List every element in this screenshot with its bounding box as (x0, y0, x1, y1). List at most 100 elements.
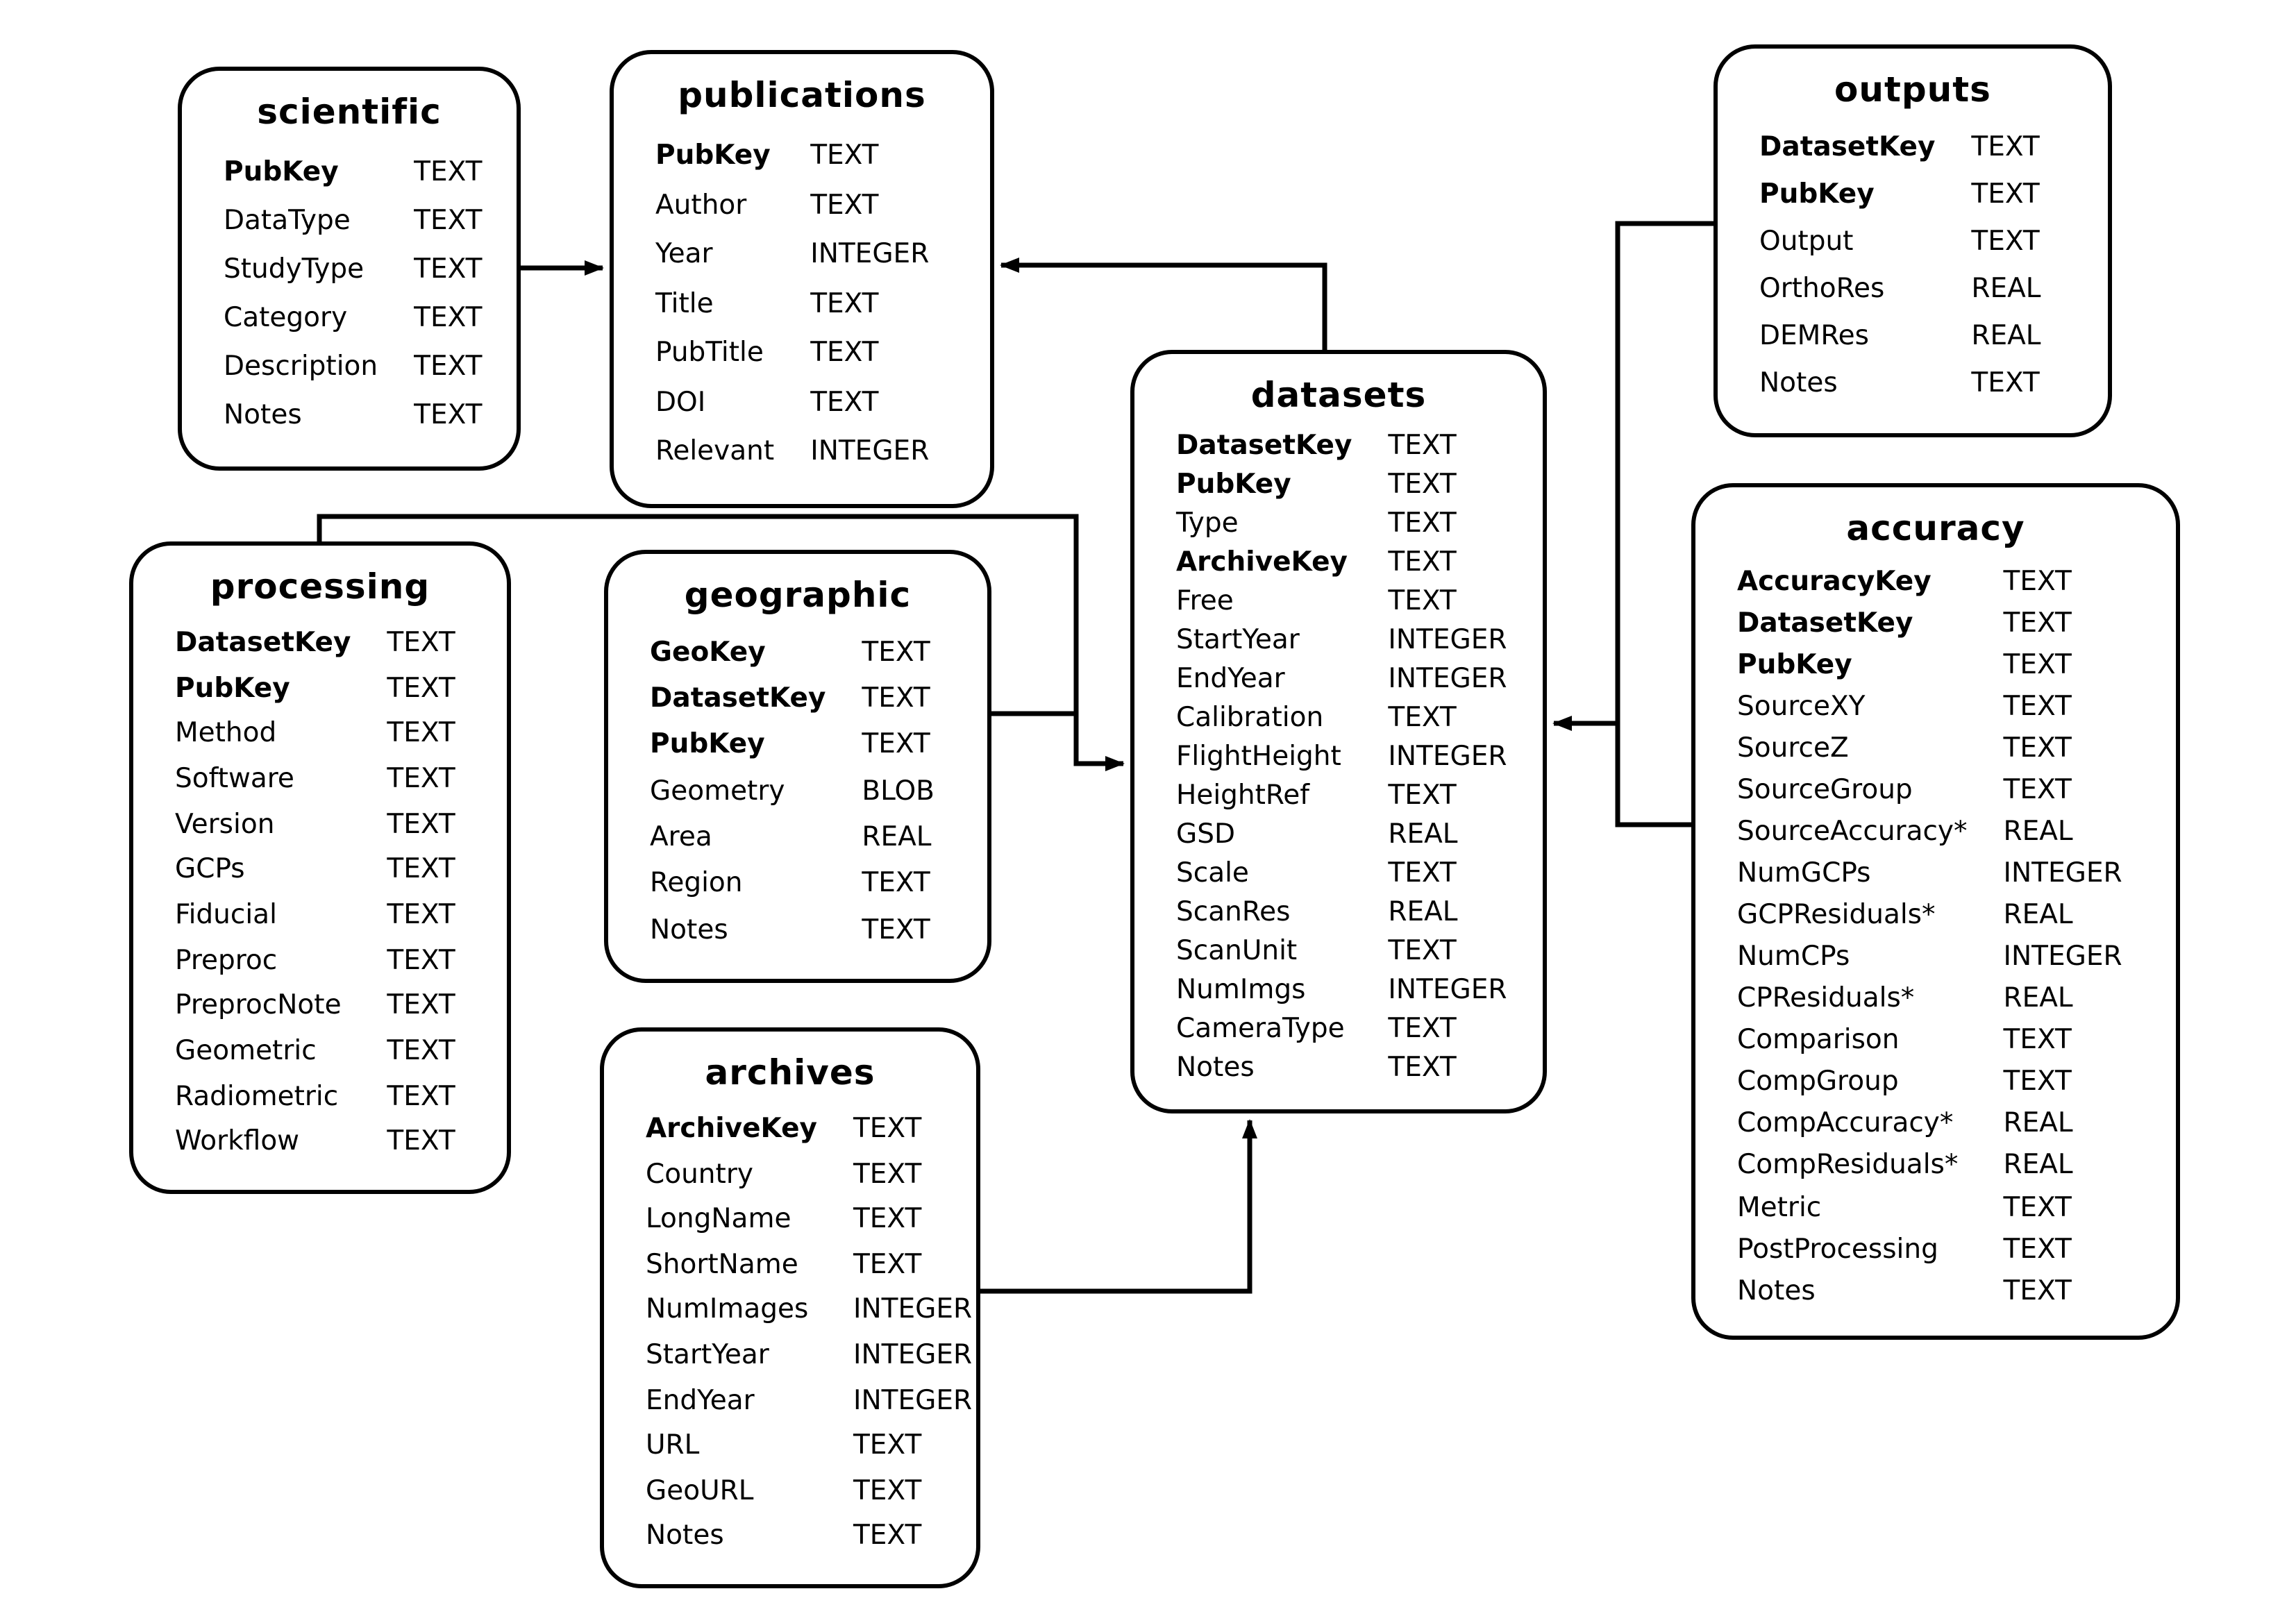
field-type: TEXT (853, 1202, 922, 1235)
field-name: StudyType (224, 252, 364, 285)
field-name: GeoKey (650, 635, 766, 668)
field-type: TEXT (1388, 467, 1457, 500)
field-name: Preproc (175, 943, 278, 976)
field-type: TEXT (810, 336, 879, 369)
field-name: Geometry (650, 774, 785, 807)
field-type: TEXT (387, 1125, 455, 1157)
table-title: processing (210, 566, 430, 607)
field-type: INTEGER (853, 1293, 973, 1325)
field-type: REAL (1971, 319, 2041, 352)
field-name: Scale (1176, 856, 1249, 889)
field-name: OrthoRes (1759, 272, 1885, 305)
field-name: FlightHeight (1176, 739, 1341, 772)
field-type: TEXT (1388, 778, 1457, 811)
field-name: SourceAccuracy* (1737, 814, 1968, 847)
field-name: PubKey (1176, 467, 1291, 500)
field-type: REAL (2003, 898, 2073, 931)
field-name: SourceZ (1737, 731, 1849, 764)
field-name: DatasetKey (175, 626, 351, 659)
field-name: DatasetKey (650, 682, 826, 714)
field-type: TEXT (387, 716, 455, 749)
field-name: PubKey (650, 728, 765, 760)
table-title: outputs (1834, 69, 1991, 110)
field-name: Notes (224, 398, 302, 430)
field-name: AccuracyKey (1737, 564, 1932, 597)
field-name: Software (175, 762, 294, 795)
field-type: TEXT (414, 398, 483, 430)
field-name: SourceXY (1737, 689, 1866, 722)
field-name: NumCPs (1737, 940, 1850, 973)
field-type: TEXT (1388, 934, 1457, 966)
field-name: ShortName (646, 1247, 798, 1280)
field-type: TEXT (387, 626, 455, 659)
field-name: CPResiduals* (1737, 982, 1915, 1014)
field-type: INTEGER (810, 435, 930, 467)
field-name: Geometric (175, 1034, 317, 1066)
field-type: TEXT (1388, 545, 1457, 578)
field-name: Notes (650, 913, 728, 945)
field-name: GeoURL (646, 1474, 754, 1506)
field-type: TEXT (414, 203, 483, 236)
field-type: TEXT (2003, 773, 2072, 805)
field-name: CompResiduals* (1737, 1148, 1959, 1181)
field-type: TEXT (853, 1474, 922, 1506)
field-type: TEXT (2003, 648, 2072, 680)
field-type: TEXT (387, 762, 455, 795)
field-name: Comparison (1737, 1023, 1900, 1056)
field-name: LongName (646, 1202, 791, 1235)
field-type: TEXT (2003, 564, 2072, 597)
field-name: Fiducial (175, 898, 277, 931)
field-name: Free (1176, 584, 1234, 616)
field-type: TEXT (853, 1247, 922, 1280)
field-name: GCPResiduals* (1737, 898, 1936, 931)
field-type: TEXT (1388, 1011, 1457, 1044)
field-type: INTEGER (810, 237, 930, 270)
field-type: TEXT (387, 1034, 455, 1066)
table-title: publications (678, 75, 926, 115)
field-name: PreprocNote (175, 989, 342, 1021)
field-type: BLOB (862, 774, 935, 807)
field-name: NumImages (646, 1293, 809, 1325)
field-type: TEXT (387, 898, 455, 931)
table-title: accuracy (1846, 508, 2025, 548)
field-type: TEXT (862, 728, 930, 760)
field-type: TEXT (2003, 1274, 2072, 1306)
field-name: Region (650, 866, 743, 899)
field-name: SourceGroup (1737, 773, 1913, 805)
field-name: Version (175, 807, 275, 840)
field-type: TEXT (1971, 367, 2040, 399)
field-type: REAL (2003, 1148, 2073, 1181)
table-title: geographic (684, 575, 912, 615)
field-type: TEXT (1388, 584, 1457, 616)
field-name: ScanRes (1176, 895, 1291, 927)
field-type: REAL (1388, 895, 1458, 927)
field-type: TEXT (810, 139, 879, 171)
field-type: TEXT (2003, 1232, 2072, 1265)
field-type: TEXT (862, 913, 930, 945)
field-type: INTEGER (1388, 623, 1507, 655)
field-name: GSD (1176, 817, 1236, 850)
field-name: Radiometric (175, 1079, 339, 1112)
field-type: REAL (2003, 1107, 2073, 1139)
field-name: DatasetKey (1737, 606, 1913, 639)
field-type: TEXT (387, 671, 455, 704)
field-name: ArchiveKey (646, 1112, 817, 1145)
field-name: Notes (1737, 1274, 1816, 1306)
field-name: Calibration (1176, 700, 1324, 733)
field-type: TEXT (1388, 700, 1457, 733)
field-type: TEXT (853, 1429, 922, 1461)
field-type: TEXT (2003, 1023, 2072, 1056)
field-name: Method (175, 716, 277, 749)
field-type: REAL (2003, 814, 2073, 847)
field-type: TEXT (414, 349, 483, 382)
field-name: DEMRes (1759, 319, 1869, 352)
field-type: INTEGER (2003, 857, 2122, 889)
field-name: NumImgs (1176, 973, 1306, 1005)
